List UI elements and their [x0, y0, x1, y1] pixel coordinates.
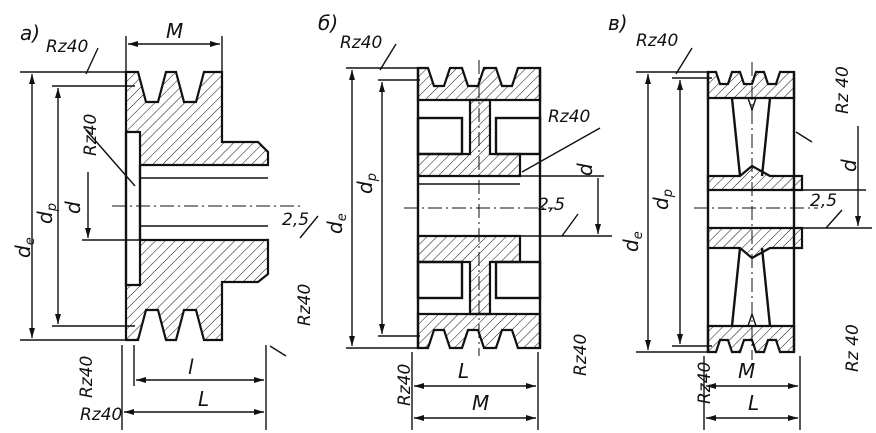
view-a-lower-rim: [124, 238, 270, 342]
view-b-window-tr: [494, 116, 542, 156]
view-b-dp-label: dp: [353, 173, 380, 194]
view-b-d-label: d: [573, 163, 597, 176]
view-b-window-br: [494, 260, 542, 300]
view-c-de-label: de: [619, 231, 646, 252]
view-a-roughness-top: Rz40: [46, 37, 88, 57]
view-c-web: [730, 97, 772, 327]
view-a-dp-label: dp: [33, 203, 60, 224]
view-c-upper-rim: [706, 70, 796, 100]
view-c-dp-label: dp: [649, 189, 676, 210]
view-b-hub-lower: [416, 234, 522, 316]
view-b-surface-mark: 2,5: [538, 195, 565, 215]
view-b-roughness-bottom-right: Rz40: [571, 334, 591, 376]
view-a-d-label: d: [61, 201, 85, 214]
view-a-de-label: de: [11, 237, 38, 258]
view-b-roughness-bore: Rz40: [548, 107, 590, 127]
view-a: а) de dp d M l: [11, 19, 319, 430]
view-a-L-label: L: [198, 387, 209, 411]
view-c-roughness-bottom-left: Rz40: [695, 362, 715, 404]
view-b: б) de dp d: [318, 11, 612, 430]
view-a-surface-mark: 2,5: [282, 210, 309, 230]
view-b-window-bl: [416, 260, 464, 300]
view-c-d-label: d: [837, 159, 861, 172]
view-c-M-label: M: [738, 359, 755, 383]
view-b-de-label: de: [323, 213, 350, 234]
view-a-l-label: l: [188, 355, 194, 379]
view-c-surface-mark: 2,5: [810, 191, 837, 211]
arrowheads: [29, 41, 861, 421]
view-b-letter: б): [318, 11, 338, 35]
view-c-hub-lower: [706, 226, 804, 260]
view-b-window-tl: [416, 116, 464, 156]
view-c-L-label: L: [748, 391, 759, 415]
view-c-roughness-right: Rz 40: [833, 66, 853, 114]
view-a-roughness-bottom-1: Rz40: [77, 356, 97, 398]
view-c: в) de dp d M L: [608, 11, 872, 430]
view-c-roughness-top: Rz40: [636, 31, 678, 51]
view-b-hub-upper: [416, 98, 522, 178]
view-a-roughness-bottom-2: Rz40: [80, 405, 122, 425]
view-b-roughness-top: Rz40: [340, 33, 382, 53]
view-c-lower-rim: [706, 324, 796, 354]
view-c-hub-upper: [706, 164, 804, 192]
view-a-roughness-right: Rz40: [295, 284, 315, 326]
view-b-roughness-bottom-left: Rz40: [395, 364, 415, 406]
view-a-upper-rim: [124, 70, 270, 167]
view-c-roughness-bottom-right: Rz 40: [843, 324, 863, 372]
view-b-L-label: L: [458, 359, 469, 383]
view-a-m-label: M: [166, 19, 183, 43]
view-b-M-label: M: [472, 391, 489, 415]
view-a-letter: а): [20, 21, 40, 45]
view-c-letter: в): [608, 11, 628, 35]
